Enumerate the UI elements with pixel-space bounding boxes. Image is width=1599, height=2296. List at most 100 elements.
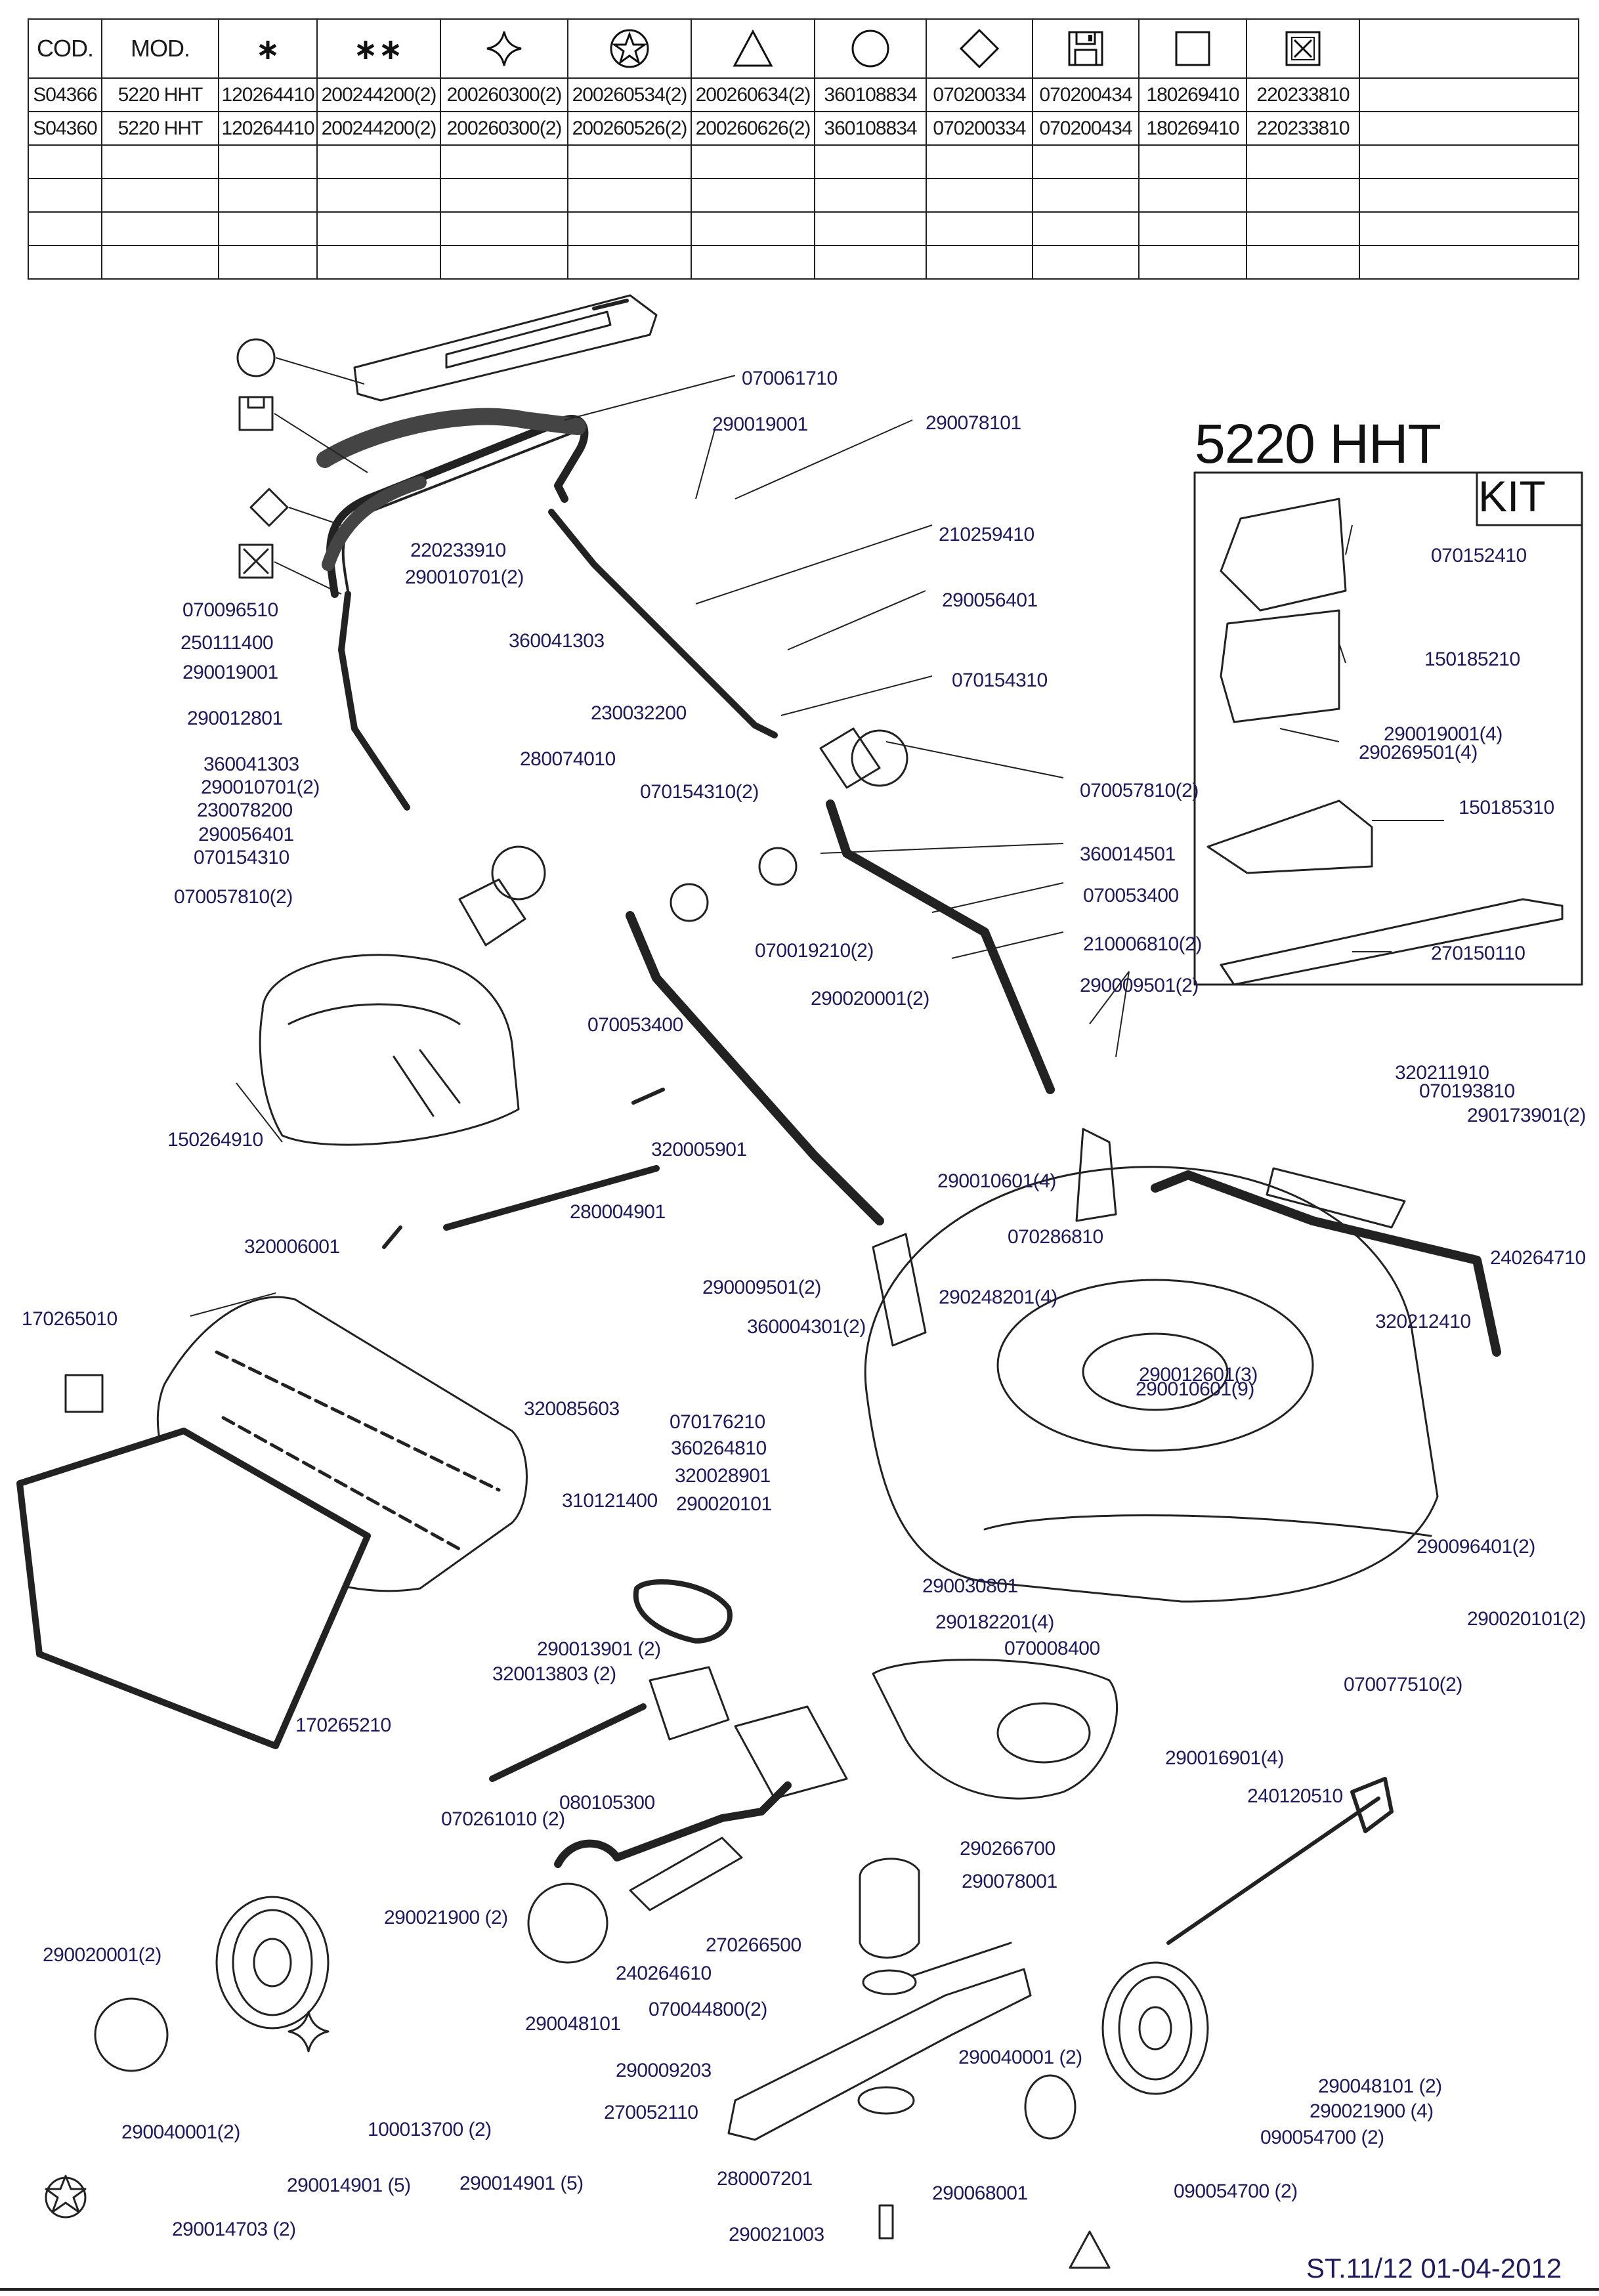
table-cell	[1032, 245, 1140, 280]
belt-guard	[872, 1659, 1119, 1800]
table-cell: 180269410	[1138, 111, 1247, 146]
part-number-label: 290030801	[922, 1575, 1018, 1597]
lower-handle-right	[826, 799, 1055, 1094]
part-number-label: 290056401	[942, 589, 1038, 611]
kit-part-label: 290019001(4)	[1384, 723, 1503, 745]
part-number-label: 270052110	[604, 2102, 698, 2123]
table-cell: S04366	[28, 77, 102, 112]
table-row	[28, 178, 1579, 213]
part-number-label: 320013803 (2)	[492, 1663, 616, 1685]
part-number-label: 290078001	[962, 1871, 1057, 1892]
part-number-label: 290012601(3)	[1139, 1364, 1258, 1386]
table-cell: 180269410	[1138, 77, 1247, 112]
table-cell: 200260534(2)	[567, 77, 692, 112]
hubcap-star-icon	[45, 2175, 87, 2213]
part-number-label: 290248201(4)	[939, 1286, 1057, 1308]
table-cell: 360108834	[814, 111, 927, 146]
part-number-label: 070286810	[1008, 1226, 1103, 1248]
lower-handle-left	[626, 911, 884, 1225]
grass-bag-lid	[259, 954, 520, 1146]
table-cell	[316, 178, 441, 213]
table-cell	[101, 245, 219, 280]
part-number-label: 070096510	[182, 599, 278, 621]
table-cell	[926, 211, 1033, 246]
part-number-label: 210259410	[939, 524, 1034, 545]
part-number-label: 290010701(2)	[405, 566, 524, 588]
handle-cover	[353, 294, 658, 402]
part-number-label: 250111400	[181, 632, 274, 654]
part-number-label: 070176210	[670, 1411, 765, 1433]
part-number-label: 170265210	[295, 1714, 391, 1736]
table-cell	[28, 211, 102, 246]
table-cell: 070200334	[926, 111, 1033, 146]
table-cell	[218, 144, 318, 179]
part-number-label: 280007201	[717, 2168, 813, 2190]
part-number-label: 320006001	[244, 1236, 340, 1258]
part-number-label: 290019001	[712, 414, 808, 435]
part-number-label: 360264810	[671, 1437, 767, 1459]
table-cell	[1138, 211, 1247, 246]
circle-icon	[851, 30, 889, 68]
rod	[443, 1165, 660, 1231]
boxed-x-icon	[1285, 31, 1321, 66]
model-title: 5220 HHT	[1195, 413, 1441, 475]
table-cell: 200260526(2)	[567, 111, 692, 146]
table-cell	[316, 144, 441, 179]
table-row	[28, 144, 1579, 179]
table-cell	[218, 211, 318, 246]
part-number-label: 070077510(2)	[1344, 1674, 1462, 1695]
table-cell: 360108834	[814, 77, 927, 112]
part-number-label: 090054700 (2)	[1260, 2127, 1384, 2148]
part-number-label: 290016901(4)	[1165, 1747, 1284, 1769]
double-asterisk-icon	[356, 40, 400, 59]
part-number-label: 240264610	[616, 1963, 712, 1984]
table-cell: 200244200(2)	[316, 111, 441, 146]
table-cell: 5220 HHT	[101, 77, 219, 112]
part-number-label: 290012801	[187, 708, 283, 729]
table-cell	[440, 144, 568, 179]
part-number-label: 320212410	[1375, 1311, 1471, 1332]
kit-part-label: 270150110	[1431, 943, 1525, 964]
kit-part-label: 150185210	[1424, 648, 1520, 670]
blade-pulley	[859, 1858, 920, 1959]
table-cell	[926, 178, 1033, 213]
table-cell	[1359, 245, 1579, 280]
part-number-label: 290010601(9)	[1136, 1378, 1254, 1400]
table-cell	[567, 178, 692, 213]
part-number-label: 090054700 (2)	[1174, 2180, 1298, 2202]
part-number-label: 290013901 (2)	[537, 1638, 661, 1660]
height-adjuster-left	[491, 845, 546, 901]
table-cell	[1359, 111, 1579, 146]
floppy-marker-icon	[238, 396, 274, 431]
hubcap-triangle-icon	[1069, 2230, 1111, 2269]
part-number-label: 210006810(2)	[1083, 933, 1202, 955]
part-number-label: 070154310	[194, 847, 289, 868]
part-number-label: 290068001	[932, 2182, 1028, 2204]
table-cell	[1359, 178, 1579, 213]
header-cod: COD.	[28, 18, 102, 79]
part-number-label: 290021900 (2)	[384, 1907, 508, 1928]
four-point-star-marker	[288, 2010, 330, 2052]
part-number-label: 070261010 (2)	[441, 1808, 565, 1830]
part-number-label: 290040001(2)	[121, 2121, 240, 2143]
part-number-label: 290096401(2)	[1417, 1536, 1535, 1558]
floppy-disk-icon	[1068, 31, 1103, 66]
part-number-label: 290020001(2)	[811, 988, 929, 1010]
part-number-label: 290020101(2)	[1467, 1608, 1586, 1630]
part-number-label: 070044800(2)	[649, 1999, 767, 2020]
part-number-label: 290014901 (5)	[459, 2173, 584, 2194]
table-cell	[1138, 178, 1247, 213]
kit-box	[1193, 471, 1583, 986]
kit-label: KIT	[1478, 472, 1546, 521]
table-cell: 070200434	[1032, 111, 1140, 146]
part-number-label: 360014501	[1080, 843, 1176, 865]
part-number-label: 290040001 (2)	[958, 2047, 1082, 2068]
table-cell	[101, 178, 219, 213]
table-cell	[1138, 144, 1247, 179]
table-cell	[691, 245, 815, 280]
part-number-label: 320005901	[651, 1139, 747, 1160]
